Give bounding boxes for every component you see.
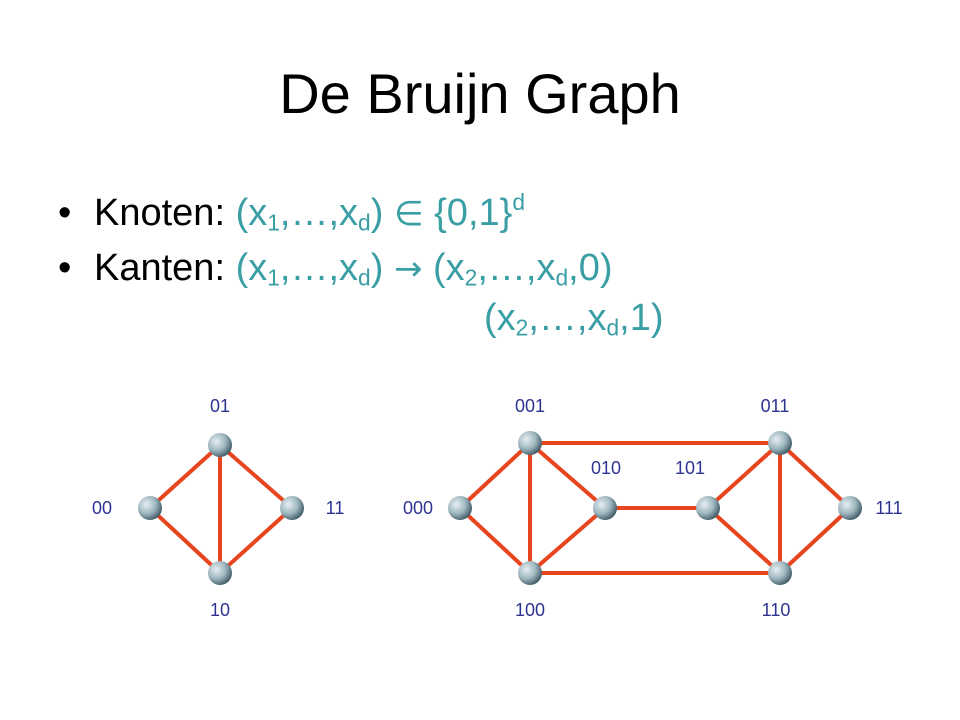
node-label-000: 000 xyxy=(403,498,433,518)
edge-10-11 xyxy=(218,506,294,575)
node-110 xyxy=(768,561,792,585)
node-label-11: 11 xyxy=(326,498,345,518)
knoten-label: Knoten: xyxy=(94,191,236,234)
edges-layer xyxy=(148,441,852,575)
node-001 xyxy=(518,431,542,455)
nodes-layer xyxy=(138,431,862,585)
knoten-formula: (x1,…,xd) ∈ {0,1}d xyxy=(235,189,526,236)
edge-101-011 xyxy=(706,441,782,510)
node-101 xyxy=(696,496,720,520)
node-label-01: 01 xyxy=(210,396,230,416)
bullet-dot: • xyxy=(58,191,72,234)
edge-00-10 xyxy=(148,506,222,575)
node-011 xyxy=(768,431,792,455)
node-00 xyxy=(138,496,162,520)
node-label-110: 110 xyxy=(762,600,791,620)
bullet-kanten: • Kanten: (x1,…,xd) → (x2,…,xd,0) xyxy=(58,242,613,304)
bullet-dot: • xyxy=(58,247,72,289)
node-label-00: 00 xyxy=(92,498,112,518)
edge-000-100 xyxy=(458,506,532,575)
node-100 xyxy=(518,561,542,585)
node-label-011: 011 xyxy=(761,396,790,416)
edge-010-100 xyxy=(528,506,607,575)
node-label-010: 010 xyxy=(591,458,621,478)
edge-101-110 xyxy=(706,506,782,575)
edge-011-111 xyxy=(778,441,852,510)
node-11 xyxy=(280,496,304,520)
node-000 xyxy=(448,496,472,520)
node-010 xyxy=(593,496,617,520)
edge-00-01 xyxy=(148,443,222,510)
node-label-10: 10 xyxy=(210,600,230,620)
node-label-001: 001 xyxy=(515,396,545,416)
edge-000-001 xyxy=(458,441,532,510)
element-of-icon: ∈ xyxy=(393,193,424,234)
edge-01-11 xyxy=(218,443,294,510)
edge-110-111 xyxy=(778,506,852,575)
edge-001-010 xyxy=(528,441,607,510)
node-01 xyxy=(208,433,232,457)
node-10 xyxy=(208,561,232,585)
node-111 xyxy=(838,496,862,520)
slide-title: De Bruijn Graph xyxy=(279,62,681,125)
node-label-111: 111 xyxy=(875,498,902,518)
node-label-101: 101 xyxy=(675,458,705,478)
arrow-right-icon: → xyxy=(393,249,423,289)
kanten-formula-second: (x2,…,xd,1) xyxy=(484,297,664,341)
kanten-label: Kanten: xyxy=(94,247,236,289)
kanten-formula: (x1,…,xd) → (x2,…,xd,0) xyxy=(235,247,613,291)
node-label-100: 100 xyxy=(515,600,545,620)
bullet-knoten: • Knoten: (x1,…,xd) ∈ {0,1}d xyxy=(58,176,525,249)
